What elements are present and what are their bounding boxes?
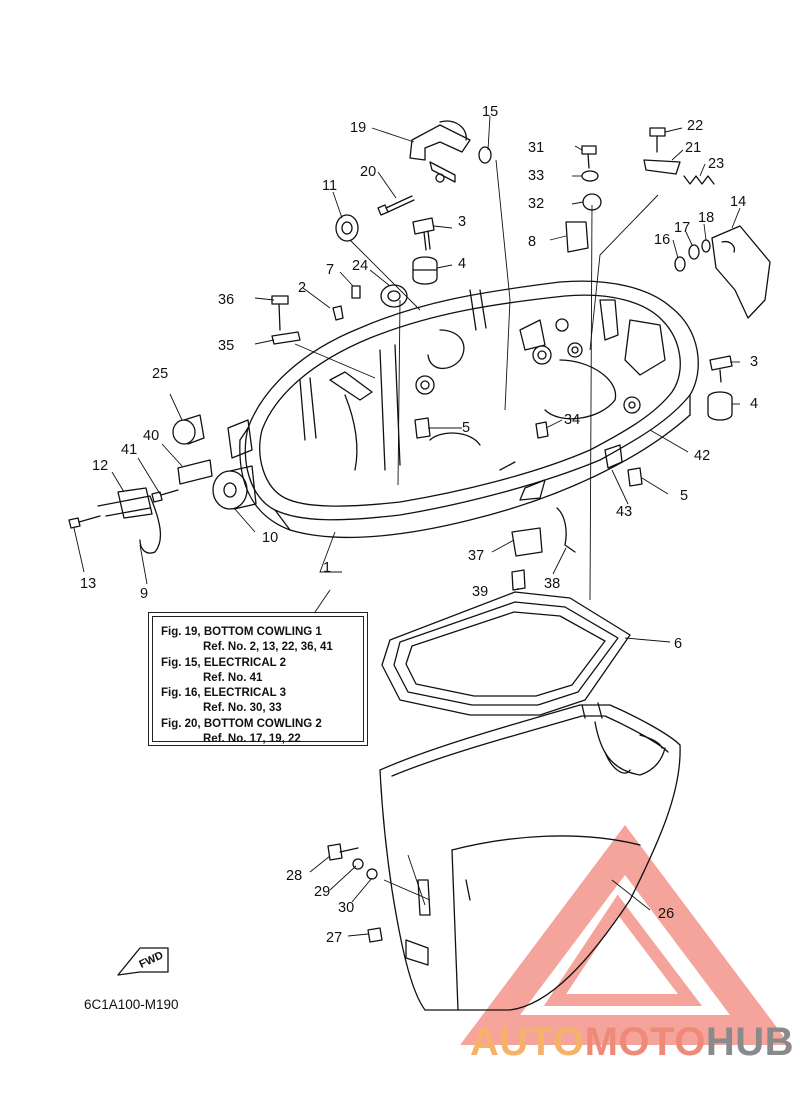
ref-line-2: Ref. No. 2, 13, 22, 36, 41 — [203, 641, 333, 654]
callout-1: 1 — [323, 560, 331, 576]
callout-31: 31 — [528, 140, 544, 156]
ref-line-5: Fig. 16, ELECTRICAL 3 — [161, 687, 287, 700]
gasket-seal — [381, 591, 631, 716]
callout-38: 38 — [544, 576, 560, 592]
callout-9: 9 — [140, 586, 148, 602]
callout-16: 16 — [654, 232, 670, 248]
callout-19: 19 — [350, 120, 366, 136]
callout-23: 23 — [708, 156, 724, 172]
callout-32: 32 — [528, 196, 544, 212]
ref-line-1: Fig. 19, BOTTOM COWLING 1 — [161, 626, 322, 638]
callout-7: 7 — [326, 262, 334, 278]
callout-39: 39 — [472, 584, 488, 600]
callout-34: 34 — [564, 412, 580, 428]
callout-8: 8 — [528, 234, 536, 250]
callout-20: 20 — [360, 164, 376, 180]
diagram-code: 6C1A100-M190 — [84, 997, 179, 1012]
ref-line-6: Ref. No. 30, 33 — [203, 702, 282, 715]
callout-24: 24 — [352, 258, 368, 274]
callout-42: 42 — [694, 448, 710, 464]
ref-line-8: Ref. No. 17, 19, 22 — [203, 733, 301, 746]
callout-3-secondary: 3 — [750, 354, 758, 370]
callout-18: 18 — [698, 210, 714, 226]
callout-35: 35 — [218, 338, 234, 354]
callout-14: 14 — [730, 194, 746, 210]
callout-22: 22 — [687, 118, 703, 134]
reference-box: Fig. 19, BOTTOM COWLING 1 Ref. No. 2, 13… — [148, 612, 368, 746]
watermark-text: AUTOMOTOHUB — [470, 1020, 794, 1065]
callout-41: 41 — [121, 442, 137, 458]
callout-43: 43 — [616, 504, 632, 520]
callout-3: 3 — [458, 214, 466, 230]
watermark-logo — [460, 825, 790, 1045]
callout-11: 11 — [322, 178, 337, 194]
callout-15: 15 — [482, 104, 498, 120]
bottom-cowling-tray — [227, 280, 699, 539]
callout-27: 27 — [326, 930, 342, 946]
callout-30: 30 — [338, 900, 354, 916]
leader-lines — [73, 115, 741, 937]
callout-6: 6 — [674, 636, 682, 652]
fwd-arrow-icon — [117, 947, 169, 976]
callout-5: 5 — [462, 420, 470, 436]
fwd-label: FWD — [137, 949, 165, 970]
callout-13: 13 — [80, 576, 96, 592]
watermark-part-2: MOTO — [584, 1020, 706, 1064]
callout-21: 21 — [685, 140, 701, 156]
ref-line-3: Fig. 15, ELECTRICAL 2 — [161, 656, 287, 669]
callout-4: 4 — [458, 256, 466, 272]
callout-33: 33 — [528, 168, 544, 184]
watermark-part-3: HUB — [705, 1020, 795, 1064]
lower-apron-cover — [379, 702, 681, 1011]
ref-line-4: Ref. No. 41 — [203, 671, 263, 684]
callout-25: 25 — [152, 366, 168, 382]
watermark-part-1: AUTO — [470, 1020, 585, 1064]
callout-40: 40 — [143, 428, 159, 444]
callout-26: 26 — [658, 906, 674, 922]
callout-5-secondary: 5 — [680, 488, 688, 504]
callout-2: 2 — [298, 280, 306, 296]
callout-10: 10 — [262, 530, 278, 546]
callout-4-secondary: 4 — [750, 396, 758, 412]
callout-numbers: 1234567891011121314151617181920212223242… — [80, 104, 758, 946]
callout-12: 12 — [92, 458, 108, 474]
callout-17: 17 — [674, 220, 690, 236]
callout-37: 37 — [468, 548, 484, 564]
callout-28: 28 — [286, 868, 302, 884]
callout-36: 36 — [218, 292, 234, 308]
ref-line-7: Fig. 20, BOTTOM COWLING 2 — [161, 717, 322, 730]
callout-29: 29 — [314, 884, 330, 900]
